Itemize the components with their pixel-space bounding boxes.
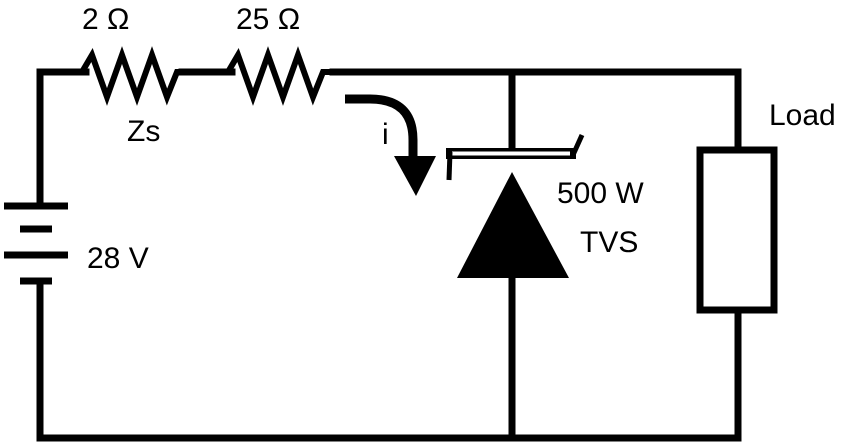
current-arrowhead xyxy=(394,156,436,196)
tvs-diode-symbol xyxy=(446,133,585,278)
resistor-2-value-label: 25 Ω xyxy=(236,3,300,36)
resistor-1-caption-label: Zs xyxy=(127,115,160,148)
load-label: Load xyxy=(769,99,836,132)
battery-symbol xyxy=(4,202,68,285)
tvs-diode-triangle xyxy=(457,172,569,278)
wire-top-rail xyxy=(329,68,742,154)
tvs-name-label: TVS xyxy=(580,226,638,259)
current-arrow xyxy=(345,94,436,196)
wire-right-lower xyxy=(36,280,742,442)
source-voltage-label: 28 V xyxy=(87,242,149,275)
tvs-rating-label: 500 W xyxy=(557,177,644,210)
resistor-25-ohm xyxy=(225,46,337,106)
wiring xyxy=(36,68,742,442)
tvs-cathode-left-hook xyxy=(446,151,453,181)
wire-left-top xyxy=(36,68,90,209)
resistor-1-value-label: 2 Ω xyxy=(82,3,129,36)
load-box xyxy=(696,146,778,314)
resistor-zs xyxy=(79,46,186,106)
tvs-cathode-bar-inner xyxy=(452,151,570,156)
current-arrow-shaft xyxy=(345,94,418,160)
current-label: i xyxy=(382,118,389,151)
tvs-cathode-right-hook xyxy=(570,133,585,157)
